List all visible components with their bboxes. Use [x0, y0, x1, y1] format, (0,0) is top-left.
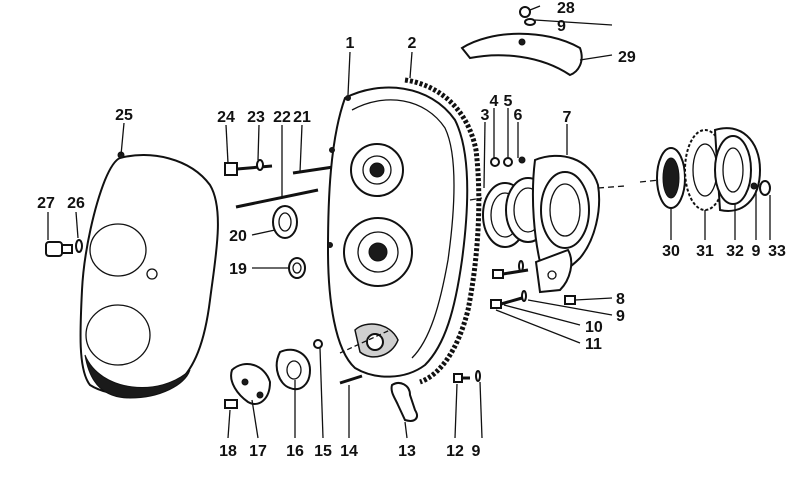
callout-27: 27 [37, 195, 55, 212]
callout-23: 23 [247, 109, 265, 126]
callout-5: 5 [504, 93, 513, 110]
callout-2: 2 [408, 35, 417, 52]
part-outer-cover [79, 151, 219, 399]
callout-1: 1 [346, 35, 355, 52]
callout-28: 28 [557, 0, 575, 17]
part-right-assembly [656, 127, 771, 212]
callout-labels: 1 2 3 4 5 6 7 8 9 9 9 9 10 11 12 13 14 1… [37, 0, 786, 460]
part-gasket [404, 77, 482, 385]
callout-10: 10 [585, 319, 603, 336]
part-main-housing [326, 86, 469, 378]
callout-13: 13 [398, 443, 416, 460]
leader-lines [47, 5, 771, 439]
part-bolts-studs [224, 159, 341, 209]
callout-17: 17 [249, 443, 267, 460]
part-flange-stack [482, 154, 601, 294]
callout-26: 26 [67, 195, 85, 212]
callout-16: 16 [286, 443, 304, 460]
part-top-cap [460, 6, 583, 77]
callout-9-top: 9 [557, 18, 566, 35]
callout-31: 31 [696, 243, 714, 260]
callout-12: 12 [446, 443, 464, 460]
callout-22: 22 [273, 109, 291, 126]
callout-9-right: 9 [616, 308, 625, 325]
part-small-bolts [490, 260, 576, 309]
part-seals [272, 205, 306, 279]
callout-30: 30 [662, 243, 680, 260]
callout-21: 21 [293, 109, 311, 126]
callout-14: 14 [340, 443, 358, 460]
callout-24: 24 [217, 109, 235, 126]
callout-9-side: 9 [752, 243, 761, 260]
callout-19: 19 [229, 261, 247, 278]
callout-11: 11 [585, 336, 602, 353]
callout-8: 8 [616, 291, 625, 308]
part-plug [45, 239, 83, 257]
callout-4: 4 [490, 93, 499, 110]
callout-33: 33 [768, 243, 786, 260]
callout-29: 29 [618, 49, 636, 66]
part-bottom-pieces [224, 339, 481, 422]
callout-25: 25 [115, 107, 133, 124]
callout-3: 3 [481, 107, 490, 124]
callout-15: 15 [314, 443, 332, 460]
callout-20: 20 [229, 228, 247, 245]
callout-7: 7 [563, 109, 572, 126]
callout-32: 32 [726, 243, 744, 260]
callout-6: 6 [514, 107, 523, 124]
callout-18: 18 [219, 443, 237, 460]
callout-9-bottom: 9 [472, 443, 481, 460]
